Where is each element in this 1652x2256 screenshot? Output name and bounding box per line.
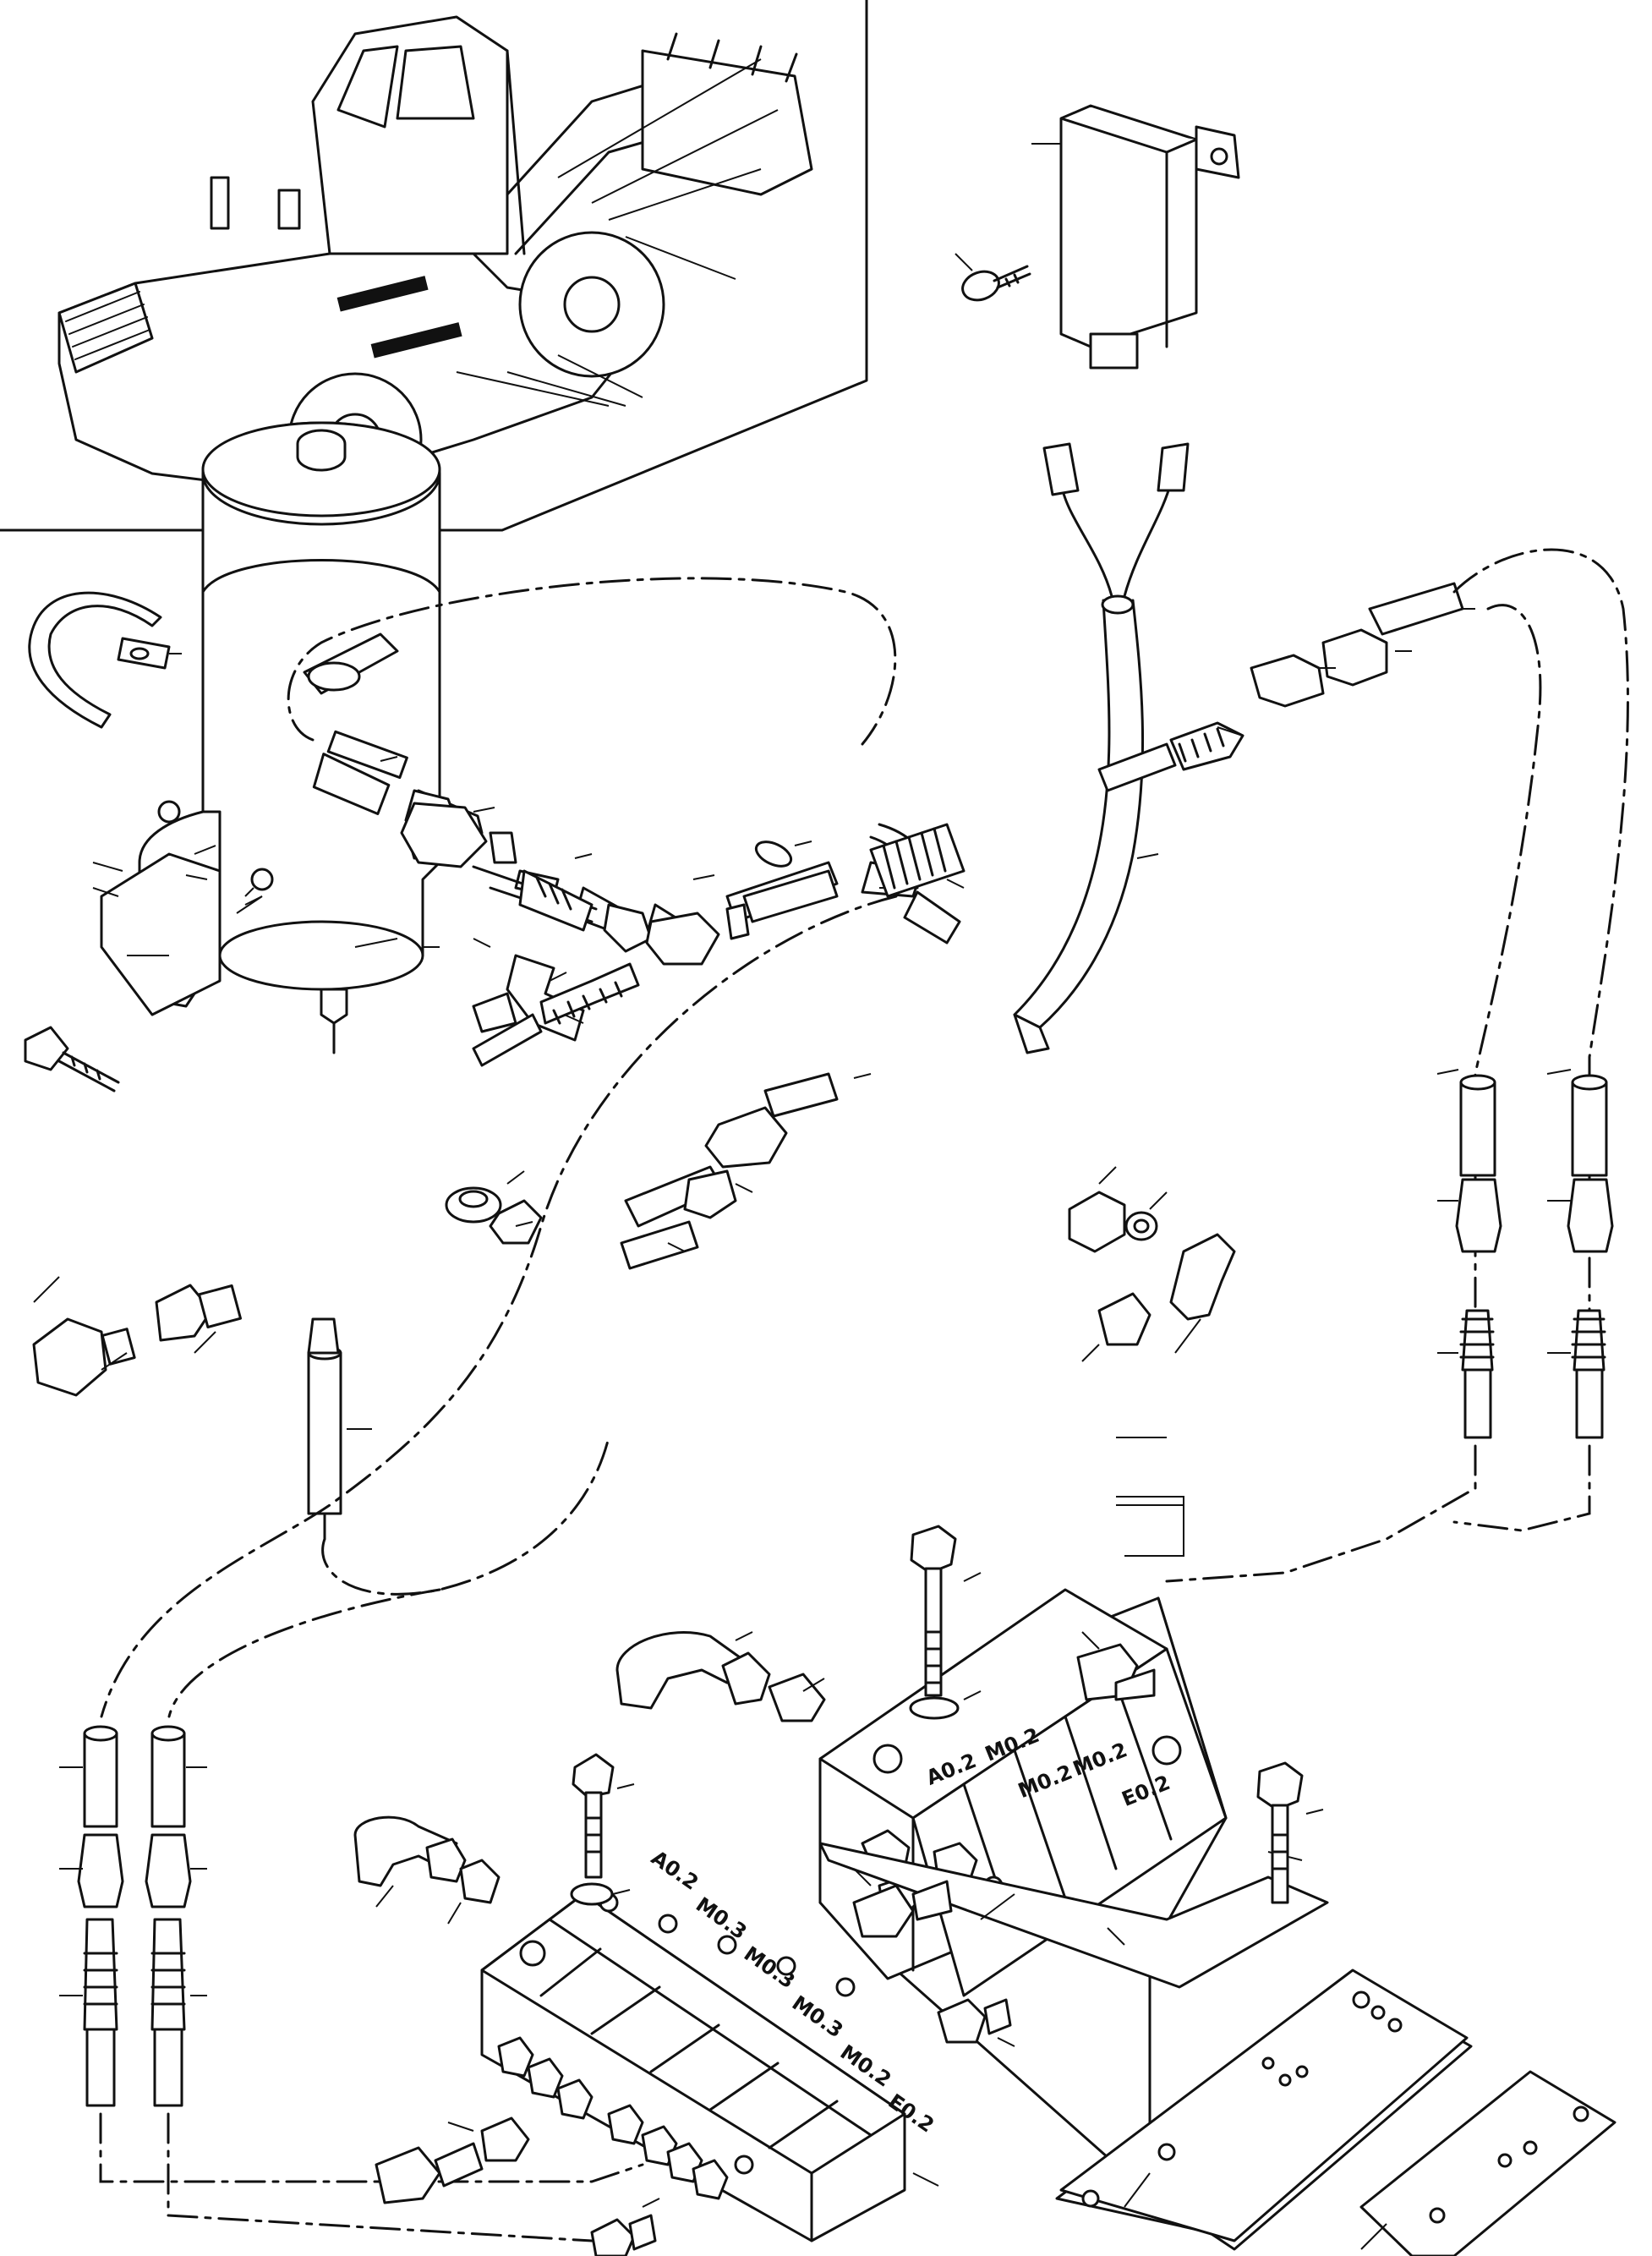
screw-icon <box>955 253 1031 302</box>
nut-washer-set <box>1068 1166 1236 1506</box>
drop-pipe <box>307 1317 372 1541</box>
loader-inset <box>0 0 868 532</box>
hose-loop-upper <box>287 577 897 746</box>
right-fittings-a <box>1436 1069 1502 1439</box>
mounting-plate-small <box>1359 2070 1616 2256</box>
control-unit <box>955 104 1240 370</box>
hose-right <box>1452 548 1629 1439</box>
harness-fittings <box>1097 582 1475 792</box>
spring-icon <box>869 823 965 898</box>
middle-fittings <box>620 1072 872 1270</box>
hose-clamp <box>28 591 182 729</box>
upper-loop-fittings <box>312 753 936 966</box>
bolt-icon <box>24 1026 120 1092</box>
inlet-fittings <box>32 1276 242 1397</box>
left-fittings-b <box>145 1725 207 2107</box>
mounting-plate-large <box>1055 1969 1473 2251</box>
upper-block-hardware <box>615 1525 1324 2047</box>
right-fittings-b <box>1546 1069 1614 1439</box>
wiring-harness <box>1013 442 1190 1054</box>
block-lower-label-1: A0.2 <box>647 1846 703 1895</box>
block-lower-label-4: M0.3 <box>788 1991 847 2043</box>
left-fittings-a <box>59 1725 124 2107</box>
cross-pipe <box>472 962 640 1067</box>
hose-lower <box>100 895 898 1718</box>
block-lower-label-2: M0.3 <box>692 1892 751 1944</box>
distributor-block-upper: A0.2 M0.2 M0.2 M0.2 E0.2 <box>818 1588 1329 2200</box>
lower-block-hardware <box>353 1753 660 2256</box>
leader-lines <box>244 887 1184 1946</box>
pump-reservoir <box>92 421 491 1054</box>
distributor-block-lower: A0.2 M0.3 M0.3 M0.3 M0.2 E0.2 <box>480 1846 939 2242</box>
